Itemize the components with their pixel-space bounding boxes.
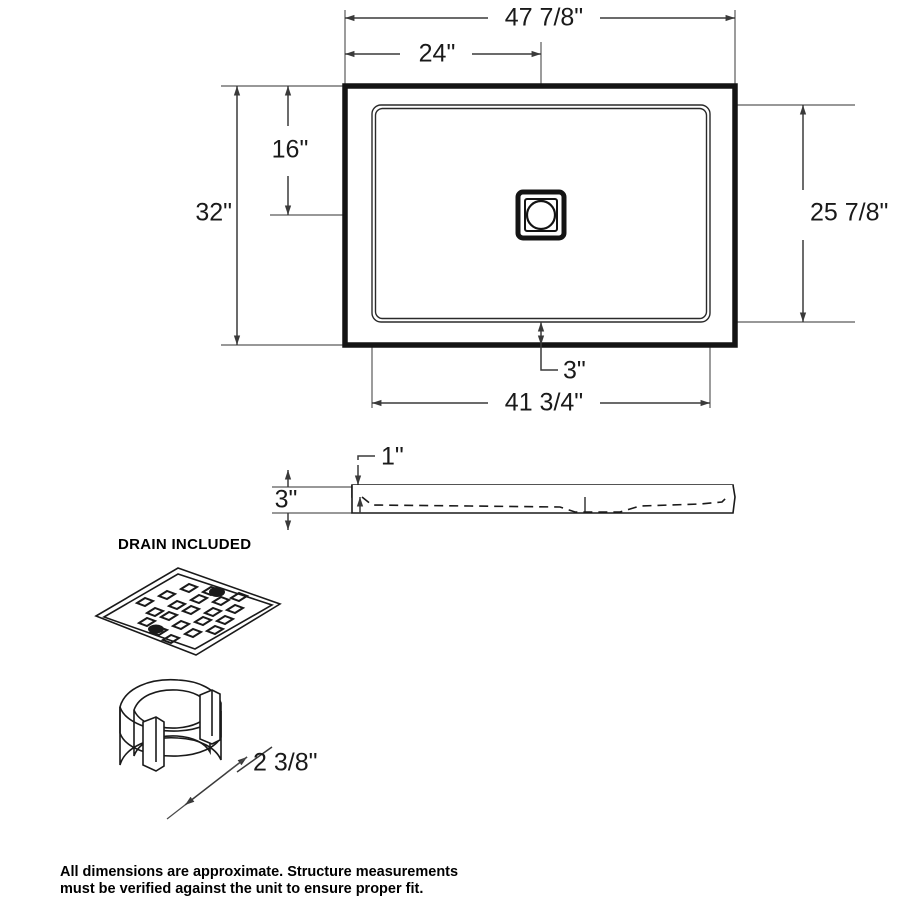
dim-inner-width-label: 41 3/4" — [505, 389, 583, 417]
dim-drain-offset-left-label: 24" — [419, 40, 456, 68]
dim-overall-width-label: 47 7/8" — [505, 4, 583, 32]
dim-drain-body-label: 2 3/8" — [253, 749, 317, 777]
plan-view-group: 47 7/8" 24" 32" 16" 25 7/8" — [195, 4, 888, 417]
plan-drain-assembly — [515, 189, 567, 241]
pan-outer-outline — [342, 83, 738, 348]
dim-bottom-flange-label: 3" — [563, 357, 586, 385]
drain-circle — [525, 199, 557, 231]
footer-line-2: must be verified against the unit to ens… — [60, 881, 423, 897]
grate-hole-filled-left — [148, 624, 164, 634]
profile-hidden-slope — [361, 495, 729, 513]
dim-inner-width: 41 3/4" — [372, 389, 710, 417]
pan-inner-basin-outline-inner — [374, 107, 708, 320]
ext-line-upper — [225, 756, 248, 774]
drain-collar-tab-left — [142, 716, 165, 772]
dim-drain-offset-top-label: 16" — [272, 136, 309, 164]
dim-bottom-flange: 3" — [537, 322, 586, 385]
drain-collar-tab-right — [199, 689, 221, 745]
drain-included-label: DRAIN INCLUDED — [118, 536, 251, 553]
dim-drain-body: 2 3/8" — [166, 746, 317, 820]
dim-lip-thickness: 1" — [354, 443, 404, 485]
dim-leader — [540, 345, 558, 371]
grate-holes — [134, 582, 250, 645]
dim-inner-depth: 25 7/8" — [799, 105, 888, 322]
dim-lip-thickness-label: 1" — [381, 443, 404, 471]
drain-square-inner — [524, 198, 558, 232]
dim-overall-depth: 32" — [195, 86, 241, 345]
profile-body — [351, 484, 736, 514]
dim-drain-offset-left: 24" — [345, 40, 541, 68]
profile-view-group: 3" 1" — [272, 443, 736, 530]
dim-profile-height: 3" — [275, 470, 298, 530]
dim-leader — [236, 746, 273, 773]
drain-grate-group: DRAIN INCLUDED — [94, 536, 282, 656]
footer-line-1: All dimensions are approximate. Structur… — [60, 864, 458, 880]
dim-profile-height-label: 3" — [275, 486, 298, 514]
dim-leader — [357, 455, 375, 460]
dim-inner-depth-label: 25 7/8" — [810, 199, 888, 227]
dim-drain-offset-top: 16" — [272, 86, 309, 215]
ext-line-lower — [166, 804, 186, 820]
drain-collar-skirt — [119, 707, 222, 757]
footer-note: All dimensions are approximate. Structur… — [60, 864, 458, 897]
grate-hole-filled-right — [209, 587, 225, 597]
dim-overall-depth-label: 32" — [195, 199, 232, 227]
drain-body-group: 2 3/8" — [119, 678, 317, 820]
drain-square-frame — [515, 189, 567, 241]
dim-overall-width: 47 7/8" — [345, 4, 735, 32]
grate-plate-outer — [94, 567, 282, 656]
